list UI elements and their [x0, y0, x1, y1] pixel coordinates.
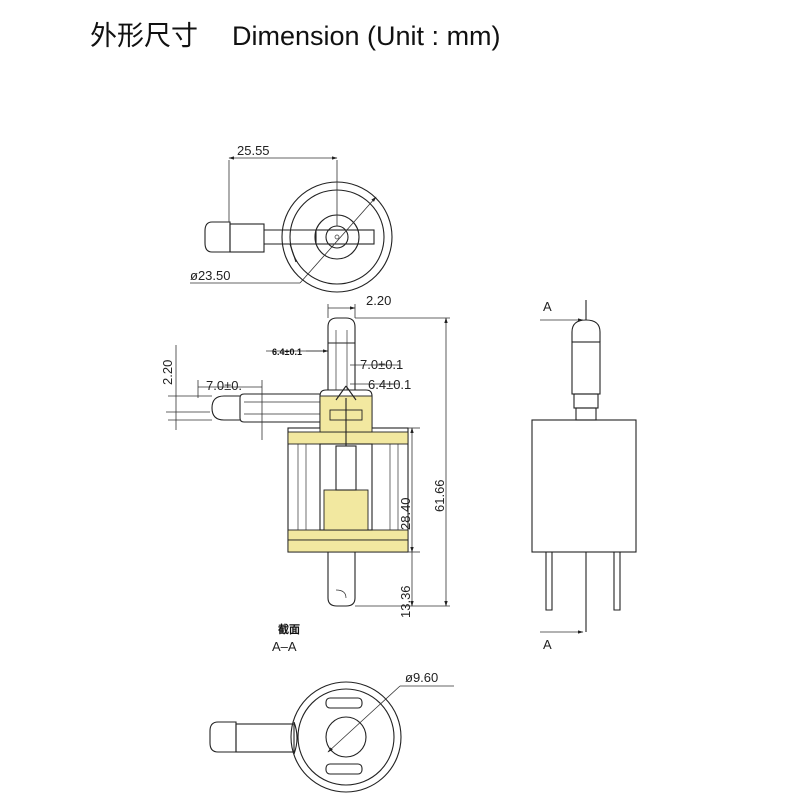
dim-bore-b: 6.4±0.1 [368, 377, 411, 392]
title-cn: 外形尺寸 [90, 21, 198, 52]
section-label: A–A [272, 639, 297, 654]
bottom-view: ø9.60 [209, 670, 454, 793]
dim-side-len: 7.0±0. [206, 378, 242, 393]
dim-terminal-len: 13.36 [398, 585, 413, 618]
dim-body-height: 28.40 [398, 497, 413, 530]
dim-nozzle-len: 7.0±0.1 [360, 357, 403, 372]
section-view: 2.20 6.4±0.1 7.0±0.1 6.4±0.1 7.0±0. 2.20… [160, 293, 450, 654]
title-en: Dimension (Unit : mm) [232, 21, 501, 51]
dim-bore-a: 6.4±0.1 [272, 347, 302, 357]
top-view: 25.55 ø23.50 [190, 143, 393, 293]
dim-bottom-dia: ø9.60 [405, 670, 438, 685]
dim-tip-width: 2.20 [366, 293, 391, 308]
dim-total-height: 61.66 [432, 479, 447, 512]
dim-left-height: 2.20 [160, 360, 175, 385]
dim-top-width: 25.55 [237, 143, 270, 158]
section-mark-top: A [543, 299, 552, 314]
page-title: 外形尺寸 Dimension (Unit : mm) [90, 14, 501, 53]
section-mark-bottom: A [543, 637, 552, 652]
side-view: A A [531, 299, 637, 652]
section-title: 截面 [278, 622, 300, 636]
dim-top-dia: ø23.50 [190, 268, 230, 283]
